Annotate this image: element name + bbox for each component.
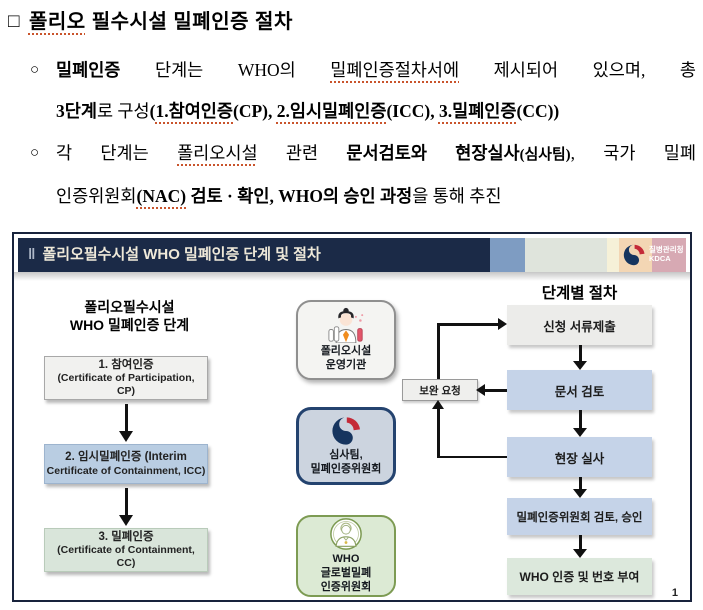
kdca-taegeuk-icon <box>623 244 645 266</box>
actor-review-team-committee: 심사팀, 밀폐인증위원회 <box>296 407 396 485</box>
loop-line-to-application <box>437 323 499 326</box>
flow-step-document-review: 문서 검토 <box>507 370 652 410</box>
left-column-title: 폴리오필수시설 WHO 밀폐인증 단계 <box>69 299 190 334</box>
title-bars-icon: ‖ <box>28 246 36 263</box>
stage-box-icc: 2. 임시밀폐인증 (Interim Certificate of Contai… <box>44 444 208 484</box>
who-person-icon <box>330 518 362 551</box>
actor-polio-facility-operator: 폴리오시설 운영기관 <box>296 300 396 380</box>
page-number: 1 <box>671 587 678 599</box>
down-arrow <box>573 410 587 437</box>
flow-step-site-inspection: 현장 실사 <box>507 437 652 477</box>
square-bullet-icon: □ <box>8 11 20 32</box>
diagram-header-bar: ‖폴리오필수시설 WHO 밀폐인증 단계 및 절차 질병관리청 KDCA <box>18 238 686 272</box>
kdca-logo: 질병관리청 KDCA <box>622 242 684 268</box>
left-arrowhead <box>476 384 485 396</box>
page-title: □ 폴리오 필수시설 밀폐인증 절차 <box>8 5 293 34</box>
loop-line-from-document-review <box>484 389 507 392</box>
down-arrow <box>573 477 587 498</box>
loop-line-horizontal <box>437 455 507 458</box>
down-arrow <box>573 535 587 558</box>
down-arrow <box>119 488 133 526</box>
kdca-logo-text: 질병관리청 KDCA <box>649 245 684 263</box>
kdca-taegeuk-icon <box>332 417 360 445</box>
certification-diagram: ‖폴리오필수시설 WHO 밀폐인증 단계 및 절차 질병관리청 KDCA 폴리 <box>12 232 692 602</box>
header-stripe-blue <box>490 238 525 272</box>
supplement-request-box: 보완 요청 <box>402 379 478 401</box>
flow-step-committee-approval: 밀폐인증위원회 검토, 승인 <box>507 498 652 535</box>
flow-step-who-certification: WHO 인증 및 번호 부여 <box>507 558 652 595</box>
loop-line-up <box>437 324 440 379</box>
stage-box-cc: 3. 밀폐인증 (Certificate of Containment, CC) <box>44 528 208 572</box>
up-arrowhead <box>432 400 444 409</box>
header-stripe-pink <box>652 238 686 272</box>
down-arrow <box>119 404 133 442</box>
right-arrowhead <box>498 318 507 330</box>
stage-box-cp: 1. 참여인증 (Certificate of Participation, C… <box>44 356 208 400</box>
down-arrow <box>573 345 587 370</box>
scientist-icon <box>328 308 364 344</box>
page-title-text: 폴리오 필수시설 밀폐인증 절차 <box>28 11 293 33</box>
circle-bullet-icon: ○ <box>30 145 40 161</box>
header-stripe-sage <box>525 238 607 272</box>
diagram-title: ‖폴리오필수시설 WHO 밀폐인증 단계 및 절차 <box>28 246 321 263</box>
flow-step-application: 신청 서류제출 <box>507 305 652 345</box>
loop-line-from-site-inspection <box>437 408 440 457</box>
header-stripe-ivory <box>607 238 619 272</box>
right-column-title: 단계별 절차 <box>541 285 618 302</box>
actor-who-global-containment-committee: WHO 글로벌밀폐 인증위원회 <box>296 515 396 597</box>
circle-bullet-icon: ○ <box>30 62 40 78</box>
header-shadow <box>14 272 690 281</box>
